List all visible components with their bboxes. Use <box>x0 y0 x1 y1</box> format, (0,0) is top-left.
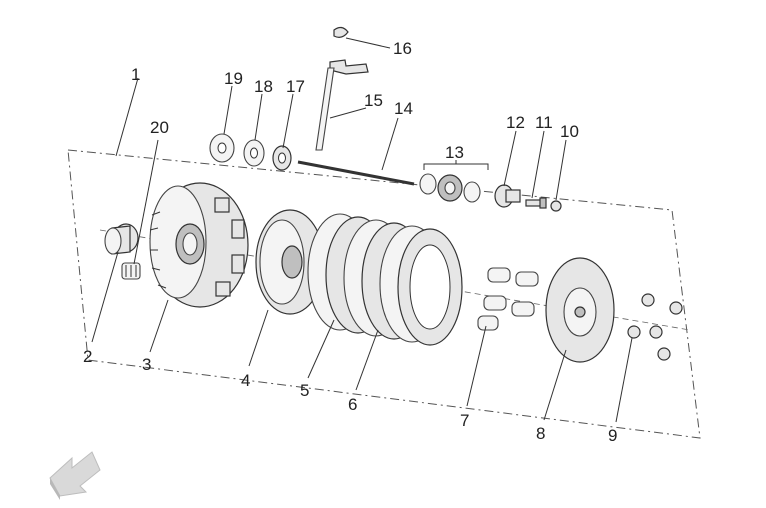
callout-20: 20 <box>150 118 169 137</box>
callout-6: 6 <box>348 395 357 414</box>
callouts: 1 2 3 4 5 6 7 8 9 10 11 12 13 14 15 16 1… <box>83 39 617 445</box>
part-10-nut <box>550 200 562 212</box>
callout-19: 19 <box>224 69 243 88</box>
part-15-lever-shaft <box>315 59 369 151</box>
part-9-bolts <box>627 293 683 361</box>
callout-3: 3 <box>142 355 151 374</box>
part-19-washer <box>209 133 235 163</box>
part-18-washer <box>243 139 265 167</box>
callout-12: 12 <box>506 113 525 132</box>
callout-18: 18 <box>254 77 273 96</box>
callout-7: 7 <box>460 411 469 430</box>
callout-5: 5 <box>300 381 309 400</box>
callout-10: 10 <box>560 122 579 141</box>
callout-4: 4 <box>241 371 250 390</box>
part-4-inner-hub <box>255 209 325 315</box>
callout-17: 17 <box>286 77 305 96</box>
callout-8: 8 <box>536 424 545 443</box>
part-3-clutch-basket <box>149 182 249 308</box>
part-14-push-rod <box>297 160 415 186</box>
part-16-clip <box>333 26 349 38</box>
callout-13: 13 <box>445 143 464 162</box>
part-8-pressure-plate <box>545 257 615 363</box>
callout-14: 14 <box>394 99 413 118</box>
part-20-needle-bearing <box>121 262 141 280</box>
callout-11: 11 <box>535 113 553 132</box>
callout-9: 9 <box>608 426 617 445</box>
part-2-bushing <box>104 223 139 255</box>
callout-16: 16 <box>393 39 412 58</box>
part-5-6-disc-stack <box>307 213 463 346</box>
direction-arrow-icon <box>49 451 101 500</box>
callout-2: 2 <box>83 347 92 366</box>
part-7-springs <box>477 267 539 331</box>
part-12-pressure-piece <box>494 184 521 208</box>
leader-lines <box>91 37 633 423</box>
part-13-bearing-set <box>419 173 481 203</box>
part-11-screw <box>525 197 547 209</box>
callout-1: 1 <box>131 65 140 84</box>
callout-15: 15 <box>364 91 383 110</box>
part-17-nut <box>272 145 292 171</box>
